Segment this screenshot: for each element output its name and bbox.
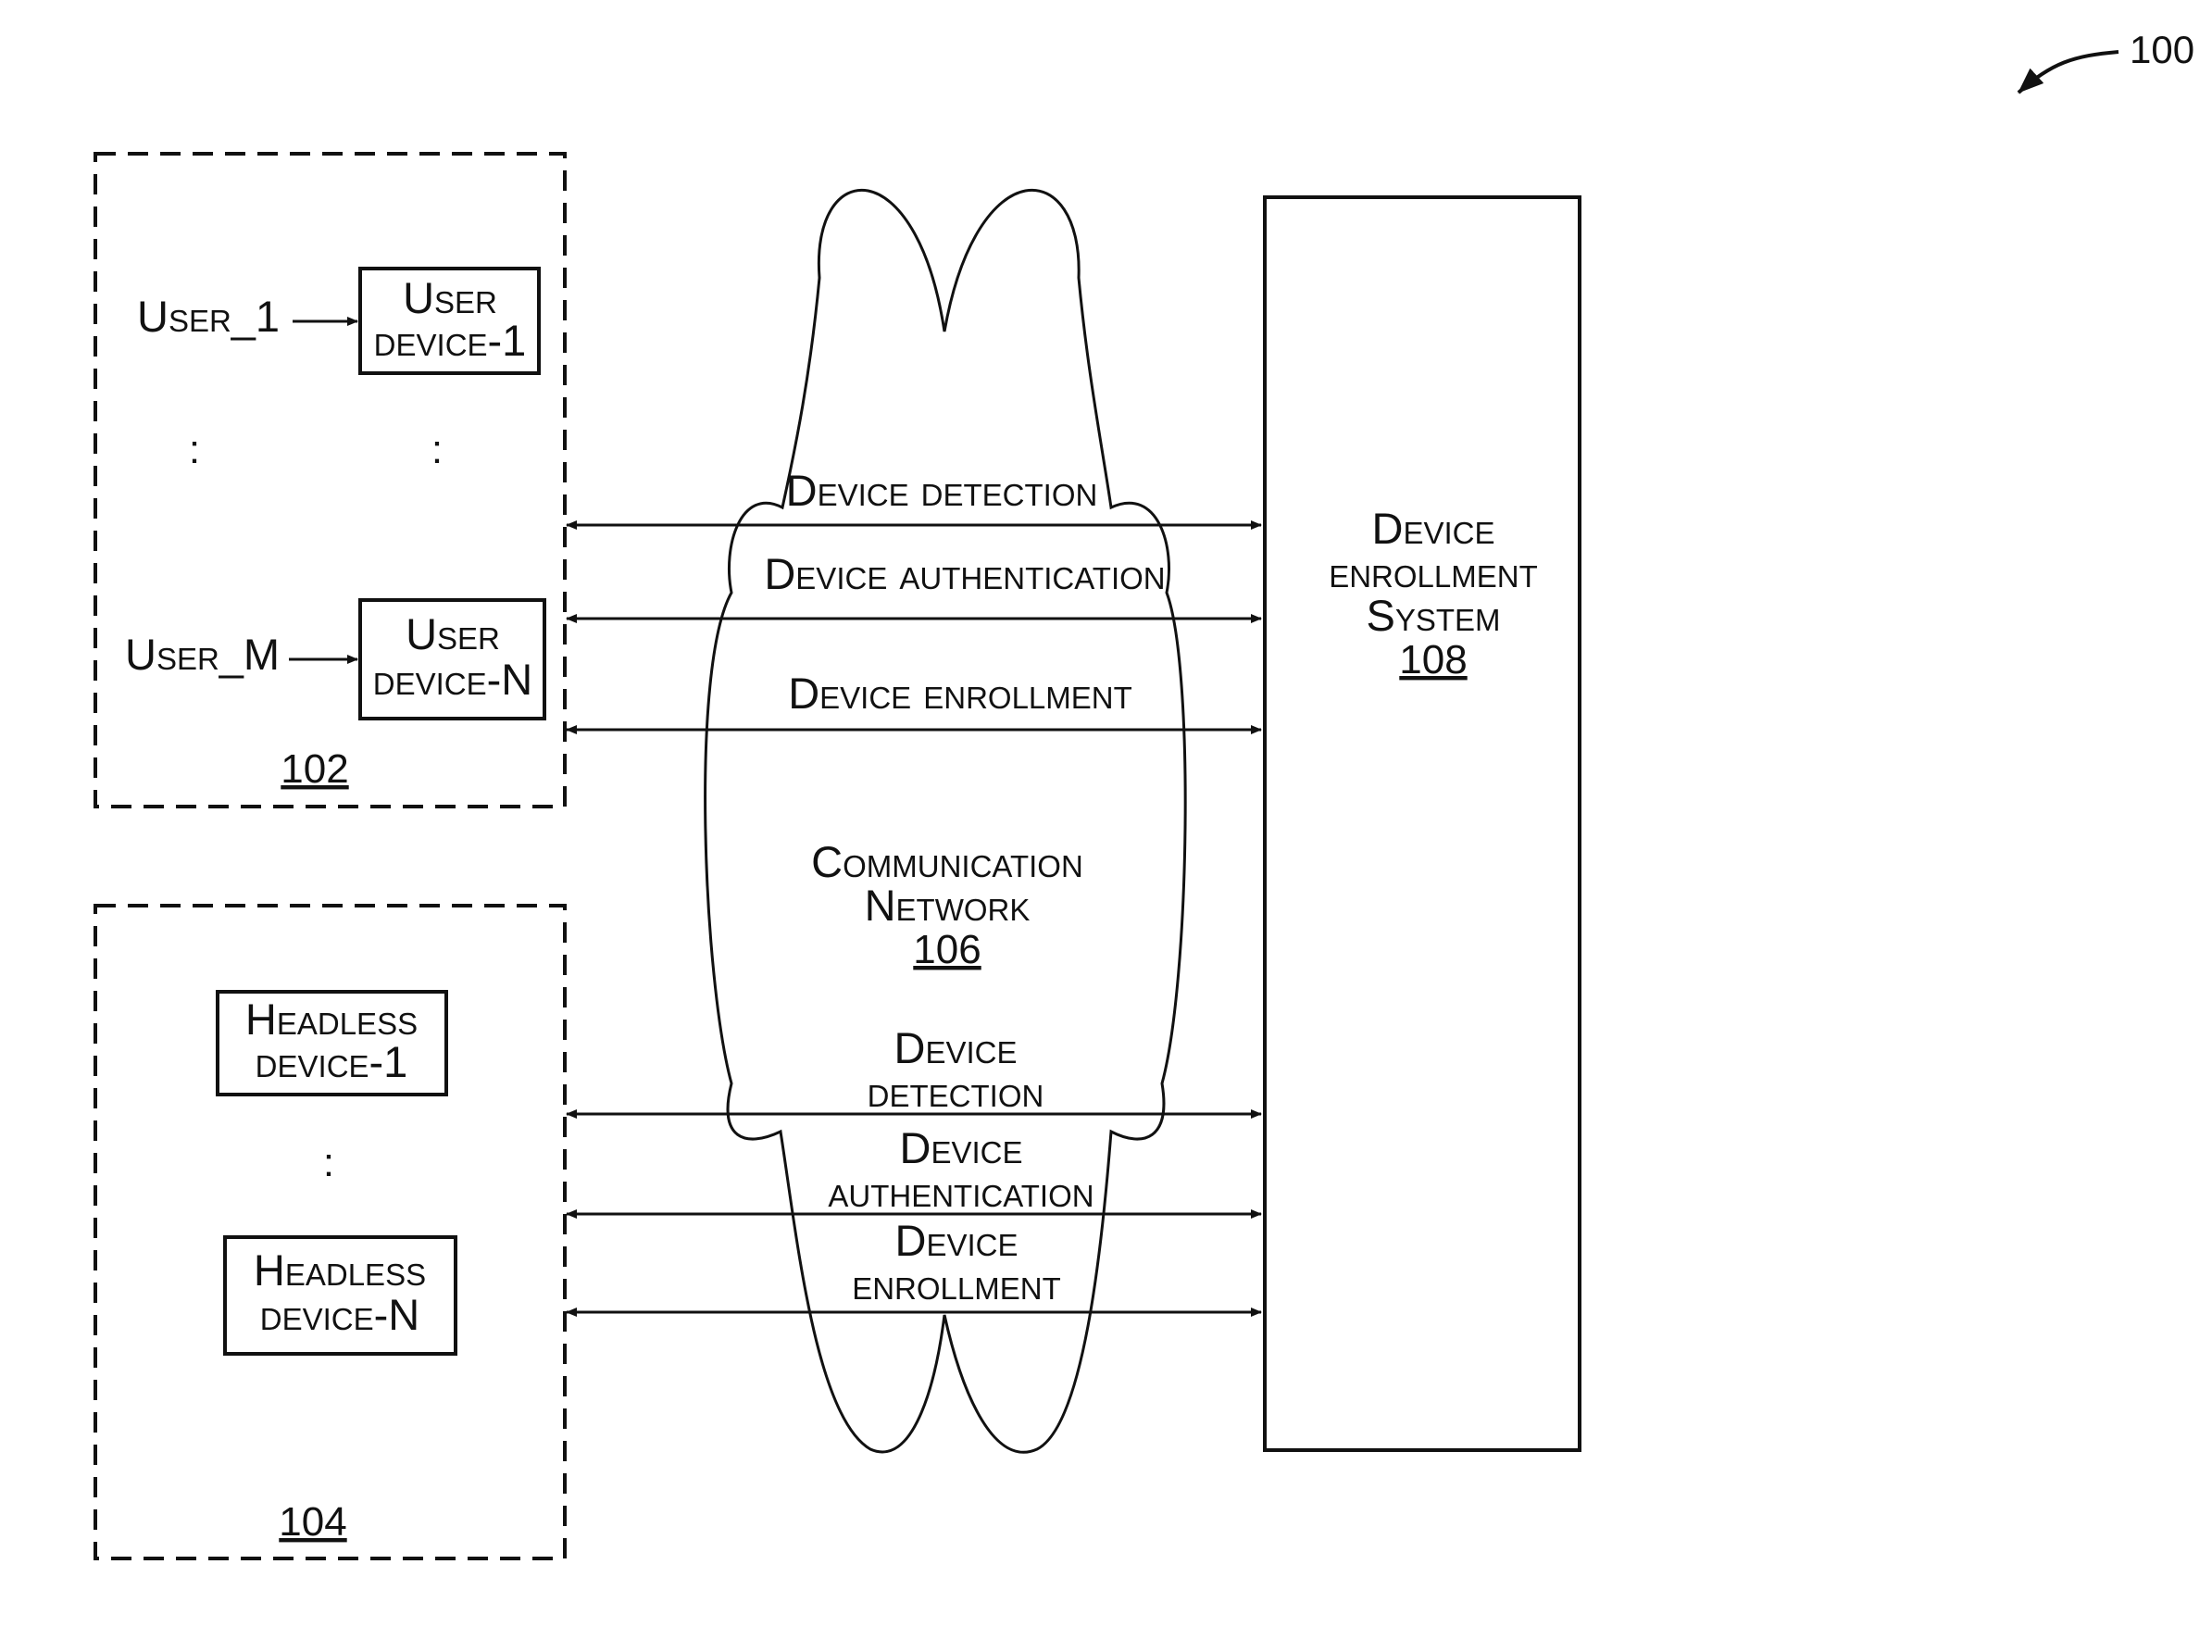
lower-authentication-label-line-1: Device — [900, 1123, 1023, 1172]
lower-enrollment-label-line-1: Device — [895, 1216, 1019, 1265]
lower-enrollment-label-line-2: enrollment — [852, 1259, 1061, 1308]
device-enrollment-system-box — [1265, 197, 1580, 1450]
user-devices-group-ref: 102 — [281, 746, 348, 792]
network-title-line-1: Communication — [811, 837, 1083, 886]
headless-device-n-label-line-1: Headless — [254, 1245, 426, 1295]
user-device-1-label-line-2: device-1 — [374, 316, 527, 365]
figure-number: 100 — [2130, 28, 2194, 71]
device-list-ellipsis: : — [431, 427, 443, 472]
enrollment-system-title-line-2: enrollment — [1329, 547, 1538, 596]
lower-detection-label-line-2: detection — [868, 1067, 1044, 1116]
figure-pointer-arrow — [2018, 52, 2118, 93]
enrollment-system-ref: 108 — [1399, 637, 1467, 682]
upper-enrollment-label: Device enrollment — [788, 669, 1132, 718]
upper-detection-label: Device detection — [786, 466, 1098, 515]
network-title-line-2: Network — [865, 881, 1031, 930]
enrollment-system-title-line-3: System — [1366, 591, 1500, 640]
headless-devices-group-ref: 104 — [279, 1499, 346, 1545]
upper-authentication-label: Device authentication — [764, 549, 1165, 598]
user-device-n-label-line-1: User — [406, 609, 500, 658]
user-device-n-label-line-2: device-N — [373, 655, 532, 704]
network-ref: 106 — [913, 927, 981, 972]
user-m-label: User_M — [125, 630, 280, 679]
user-list-ellipsis: : — [189, 427, 200, 472]
lower-authentication-label-line-2: authentication — [828, 1167, 1094, 1216]
headless-device-n-label-line-2: device-N — [260, 1290, 419, 1339]
headless-device-1-label-line-2: device-1 — [256, 1037, 408, 1086]
headless-list-ellipsis: : — [323, 1140, 334, 1185]
lower-detection-label-line-1: Device — [894, 1023, 1018, 1072]
enrollment-system-title-line-1: Device — [1372, 504, 1495, 553]
user-1-label: User_1 — [137, 292, 280, 341]
